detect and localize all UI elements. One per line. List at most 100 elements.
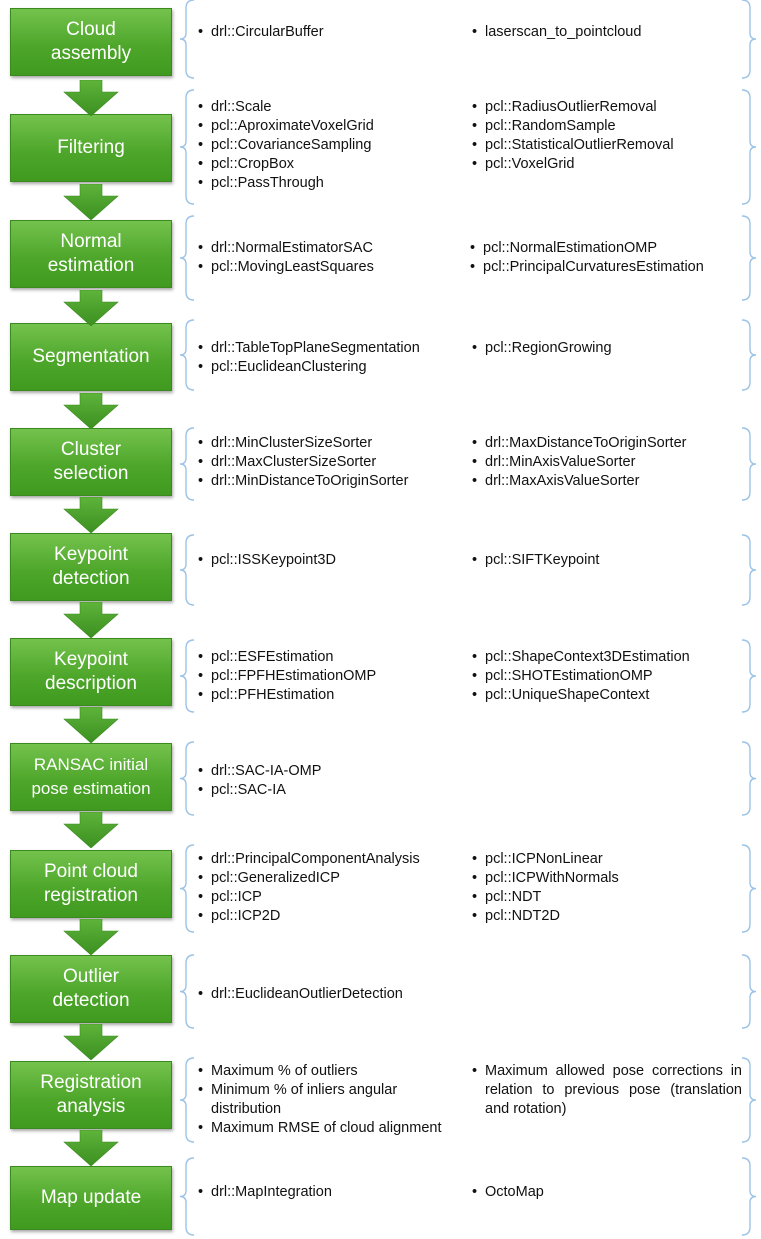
list-item: pcl::ICPWithNormals <box>472 869 619 888</box>
list-item: pcl::NDT <box>472 888 619 907</box>
list-item: pcl::UniqueShapeContext <box>472 686 690 705</box>
stage-box-segmentation: Segmentation <box>10 323 172 391</box>
stage-items-col1: drl::Scale pcl::AproximateVoxelGrid pcl:… <box>198 98 374 193</box>
down-arrow-icon <box>63 707 119 743</box>
list-item: pcl::RadiusOutlierRemoval <box>472 98 674 117</box>
list-item: drl::MapIntegration <box>198 1183 332 1202</box>
right-brace <box>741 319 757 391</box>
stage-items-col1: drl::NormalEstimatorSAC pcl::MovingLeast… <box>198 239 374 277</box>
stage-items-col1: pcl::ESFEstimation pcl::FPFHEstimationOM… <box>198 648 376 705</box>
stage-title: Filtering <box>57 137 125 158</box>
list-item: pcl::ICP2D <box>198 907 420 926</box>
stage-items-col2: drl::MaxDistanceToOriginSorter drl::MinA… <box>472 434 686 491</box>
list-item: pcl::RandomSample <box>472 117 674 136</box>
list-item: drl::MaxClusterSizeSorter <box>198 453 408 472</box>
stage-box-keypoint-detection: Keypoint detection <box>10 533 172 601</box>
stage-box-map-update: Map update <box>10 1166 172 1230</box>
stage-items-col2: pcl::SIFTKeypoint <box>472 551 599 570</box>
down-arrow-icon <box>63 290 119 326</box>
list-item: drl::Scale <box>198 98 374 117</box>
stage-box-registration-analysis: Registration analysis <box>10 1061 172 1129</box>
right-brace <box>741 427 757 501</box>
stage-items-col1: pcl::ISSKeypoint3D <box>198 551 336 570</box>
list-item: pcl::ICPNonLinear <box>472 850 619 869</box>
stage-box-ransac-initial-pose-estimation: RANSAC initial pose estimation <box>10 743 172 811</box>
stage-items-col1: drl::SAC-IA-OMP pcl::SAC-IA <box>198 762 321 800</box>
stage-items-col1: drl::CircularBuffer <box>198 23 324 42</box>
list-item: drl::CircularBuffer <box>198 23 324 42</box>
stage-title: Keypoint detection <box>52 544 130 589</box>
list-item: drl::NormalEstimatorSAC <box>198 239 374 258</box>
list-item: pcl::ISSKeypoint3D <box>198 551 336 570</box>
left-brace <box>179 1157 195 1236</box>
list-item: Maximum % of outliers <box>198 1062 473 1081</box>
list-item: drl::TableTopPlaneSegmentation <box>198 339 420 358</box>
list-item: pcl::PassThrough <box>198 174 374 193</box>
stage-title: Cluster selection <box>53 439 129 484</box>
right-brace <box>741 1057 757 1143</box>
stage-items-col1: drl::PrincipalComponentAnalysis pcl::Gen… <box>198 850 420 926</box>
right-brace <box>741 954 757 1029</box>
list-item: drl::SAC-IA-OMP <box>198 762 321 781</box>
stage-items-col2: pcl::ICPNonLinear pcl::ICPWithNormals pc… <box>472 850 619 926</box>
right-brace <box>741 741 757 816</box>
left-brace <box>179 954 195 1029</box>
left-brace <box>179 89 195 205</box>
list-item: pcl::ESFEstimation <box>198 648 376 667</box>
list-item: drl::MinAxisValueSorter <box>472 453 686 472</box>
down-arrow-icon <box>63 1130 119 1166</box>
down-arrow-icon <box>63 1024 119 1060</box>
down-arrow-icon <box>63 393 119 429</box>
list-item: pcl::SIFTKeypoint <box>472 551 599 570</box>
list-item: pcl::SHOTEstimationOMP <box>472 667 690 686</box>
list-item: pcl::PrincipalCurvaturesEstimation <box>470 258 704 277</box>
left-brace <box>179 427 195 501</box>
list-item: pcl::EuclideanClustering <box>198 358 420 377</box>
down-arrow-icon <box>63 919 119 955</box>
stage-title: Outlier detection <box>52 966 130 1011</box>
left-brace <box>179 639 195 713</box>
stage-box-keypoint-description: Keypoint description <box>10 638 172 706</box>
stage-title: Segmentation <box>32 346 150 367</box>
down-arrow-icon <box>63 80 119 116</box>
list-item: drl::MaxDistanceToOriginSorter <box>472 434 686 453</box>
down-arrow-icon <box>63 602 119 638</box>
stage-items-col2: pcl::ShapeContext3DEstimation pcl::SHOTE… <box>472 648 690 705</box>
left-brace <box>179 319 195 391</box>
list-item: pcl::PFHEstimation <box>198 686 376 705</box>
stage-items-col1: drl::MinClusterSizeSorter drl::MaxCluste… <box>198 434 408 491</box>
list-item: pcl::NDT2D <box>472 907 619 926</box>
list-item: pcl::CropBox <box>198 155 374 174</box>
stage-box-filtering: Filtering <box>10 114 172 182</box>
list-item: drl::PrincipalComponentAnalysis <box>198 850 420 869</box>
list-item: pcl::NormalEstimationOMP <box>470 239 704 258</box>
list-item: pcl::ICP <box>198 888 420 907</box>
list-item: Minimum % of inliers angular distributio… <box>198 1081 416 1119</box>
stage-title: Normal estimation <box>47 231 135 276</box>
stage-title: Cloud assembly <box>50 19 132 64</box>
list-item: Maximum allowed pose corrections in rela… <box>472 1062 742 1119</box>
list-item: drl::MaxAxisValueSorter <box>472 472 686 491</box>
stage-title: RANSAC initial pose estimation <box>31 755 151 798</box>
left-brace <box>179 1057 195 1143</box>
right-brace <box>741 89 757 205</box>
stage-items-col1: drl::MapIntegration <box>198 1183 332 1202</box>
right-brace <box>741 0 757 79</box>
right-brace <box>741 1157 757 1236</box>
left-brace <box>179 844 195 933</box>
left-brace <box>179 0 195 79</box>
stage-title: Keypoint description <box>45 649 137 694</box>
right-brace <box>741 534 757 606</box>
list-item: pcl::SAC-IA <box>198 781 321 800</box>
list-item: OctoMap <box>472 1183 544 1202</box>
down-arrow-icon <box>63 184 119 220</box>
stage-box-cloud-assembly: Cloud assembly <box>10 8 172 76</box>
stage-box-point-cloud-registration: Point cloud registration <box>10 850 172 918</box>
stage-items-col1: Maximum % of outliers Minimum % of inlie… <box>198 1062 473 1138</box>
list-item: pcl::FPFHEstimationOMP <box>198 667 376 686</box>
list-item: pcl::ShapeContext3DEstimation <box>472 648 690 667</box>
stage-items-col2: Maximum allowed pose corrections in rela… <box>472 1062 742 1119</box>
down-arrow-icon <box>63 812 119 848</box>
stage-items-col2: OctoMap <box>472 1183 544 1202</box>
